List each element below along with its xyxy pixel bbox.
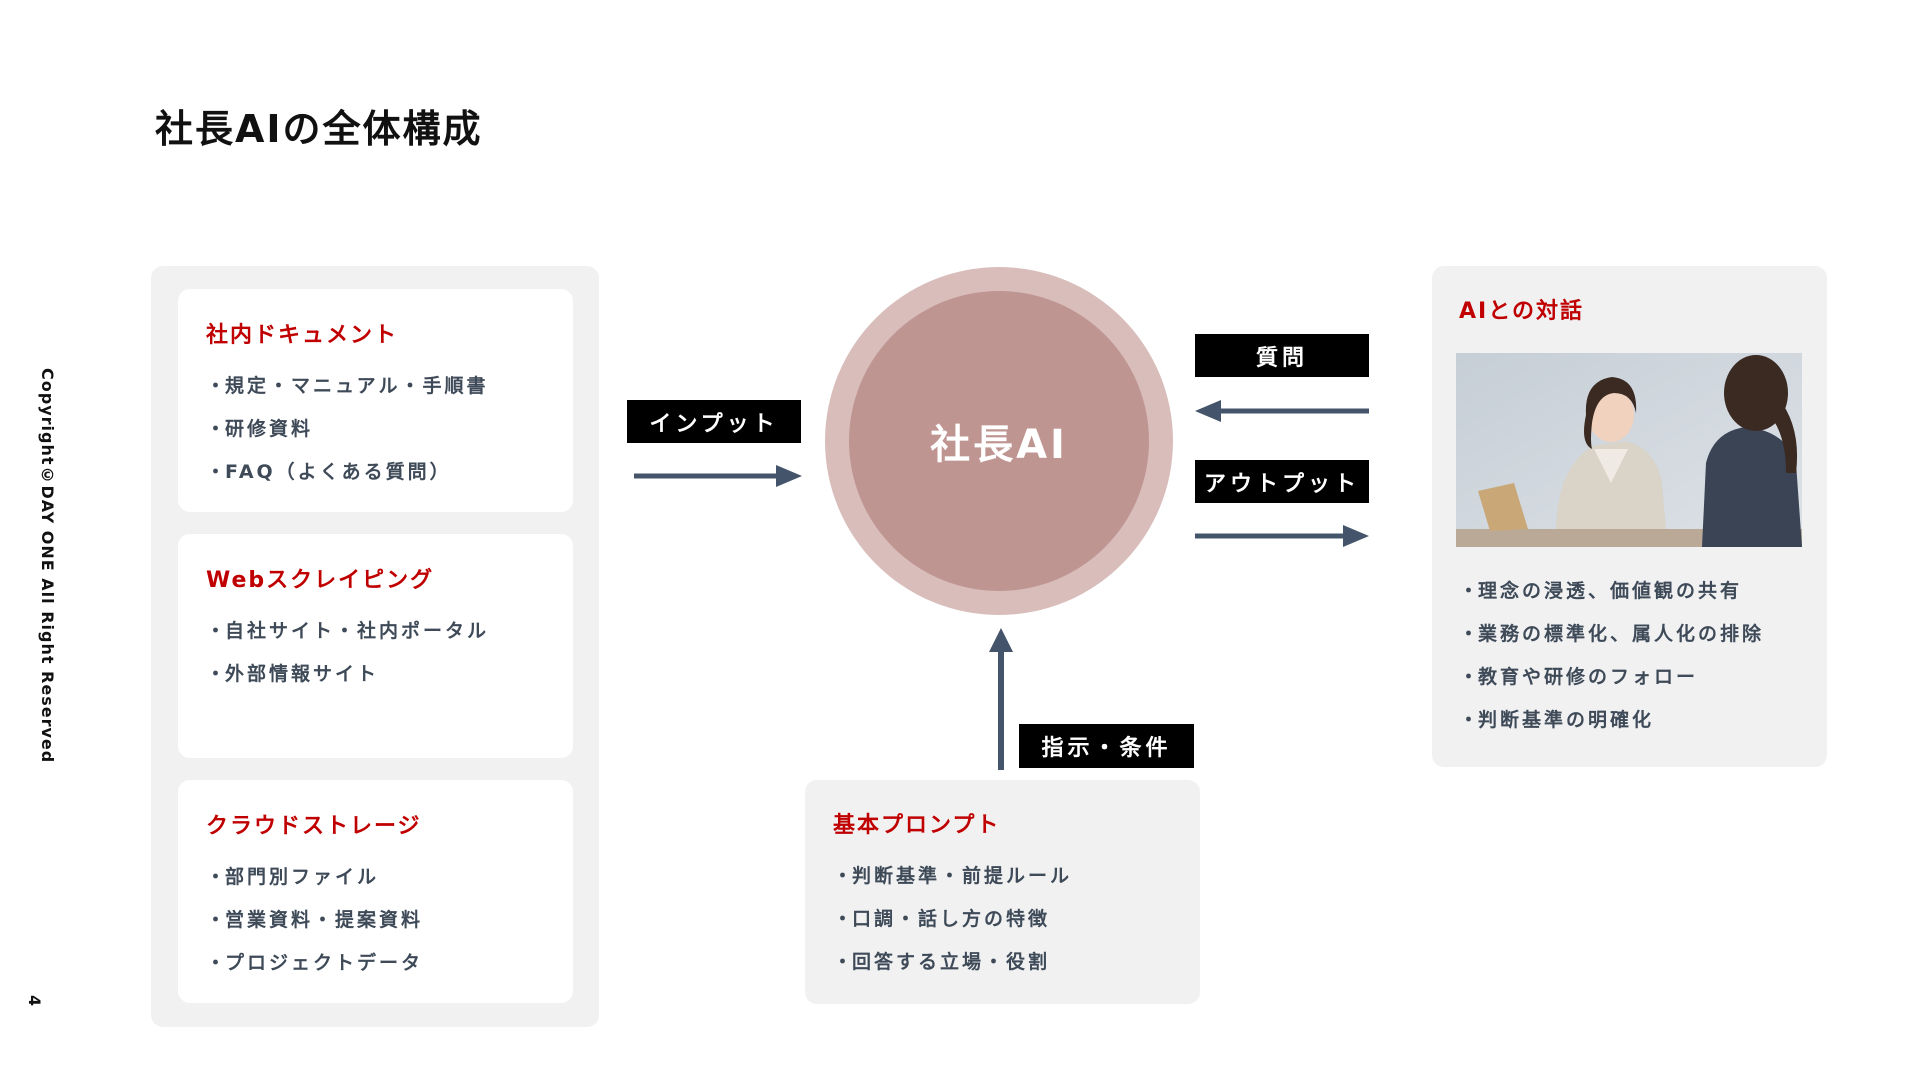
card-title: Webスクレイピング [206, 568, 435, 593]
list-item: 営業資料・提案資料 [206, 899, 573, 942]
arrow-right-icon [634, 465, 802, 487]
dialogue-benefits-list: 理念の浸透、価値観の共有 業務の標準化、属人化の排除 教育や研修のフォロー 判断… [1459, 570, 1764, 742]
list-item: FAQ（よくある質問） [206, 451, 573, 494]
list-item: 自社サイト・社内ポータル [206, 610, 573, 653]
card-title: 基本プロンプト [833, 813, 1001, 838]
arrow-left-icon [1195, 400, 1369, 422]
list-item: 教育や研修のフォロー [1459, 656, 1764, 699]
dialogue-photo [1456, 353, 1802, 547]
page-title: 社長AIの全体構成 [155, 107, 483, 151]
dialogue-title: AIとの対話 [1459, 299, 1584, 324]
base-prompt-box: 基本プロンプト 判断基準・前提ルール 口調・話し方の特徴 回答する立場・役割 [805, 780, 1200, 1004]
center-circle: 社長AI [849, 291, 1149, 591]
arrow-up-icon [989, 628, 1013, 770]
list-item: 口調・話し方の特徴 [833, 898, 1200, 941]
people-talking-image-icon [1456, 353, 1802, 547]
card-title: 社内ドキュメント [206, 323, 399, 348]
list-item: 規定・マニュアル・手順書 [206, 365, 573, 408]
instruction-label: 指示・条件 [1019, 724, 1194, 768]
list-item: 部門別ファイル [206, 856, 573, 899]
list-item: 理念の浸透、価値観の共有 [1459, 570, 1764, 613]
source-card-cloud-storage: クラウドストレージ 部門別ファイル 営業資料・提案資料 プロジェクトデータ [178, 780, 573, 1003]
list-item: プロジェクトデータ [206, 942, 573, 985]
source-card-web-scraping: Webスクレイピング 自社サイト・社内ポータル 外部情報サイト [178, 534, 573, 758]
source-card-internal-docs: 社内ドキュメント 規定・マニュアル・手順書 研修資料 FAQ（よくある質問） [178, 289, 573, 512]
arrow-right-icon [1195, 525, 1369, 547]
list-item: 判断基準・前提ルール [833, 855, 1200, 898]
list-item: 研修資料 [206, 408, 573, 451]
card-title: クラウドストレージ [206, 814, 422, 839]
input-label: インプット [627, 400, 801, 443]
list-item: 判断基準の明確化 [1459, 699, 1764, 742]
page-number: 4 [25, 995, 44, 1007]
list-item: 回答する立場・役割 [833, 941, 1200, 984]
list-item: 業務の標準化、属人化の排除 [1459, 613, 1764, 656]
output-label: アウトプット [1195, 460, 1369, 503]
center-label: 社長AI [930, 422, 1068, 468]
question-label: 質問 [1195, 334, 1369, 377]
list-item: 外部情報サイト [206, 653, 573, 696]
copyright-text: Copyright©DAY ONE All Right Reserved [38, 368, 57, 764]
